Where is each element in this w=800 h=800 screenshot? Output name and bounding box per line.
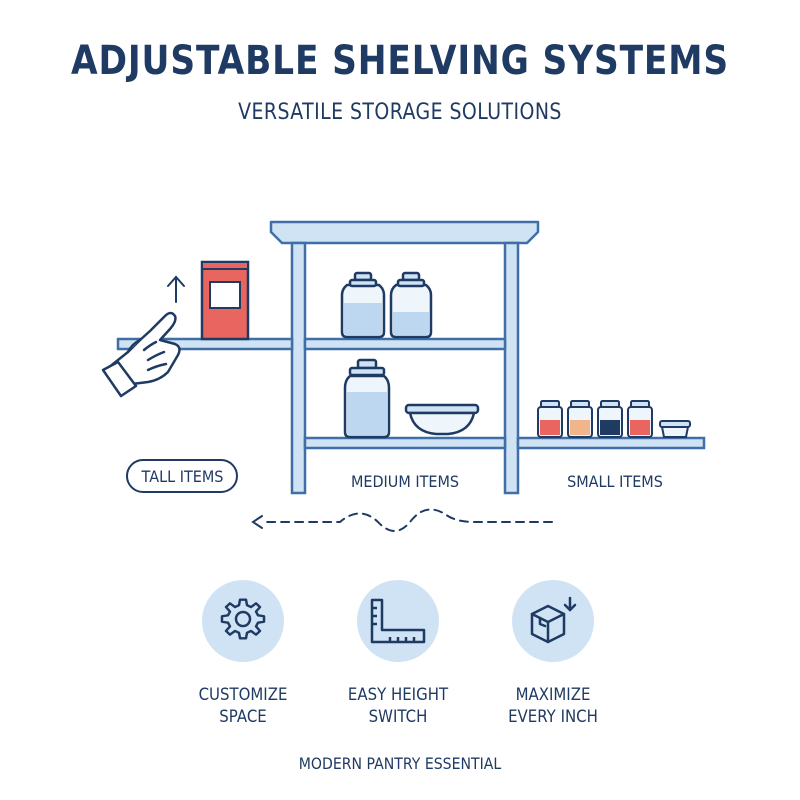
jar-upper-left — [340, 271, 386, 339]
small-dish — [659, 420, 691, 438]
feature-3-line-2: EVERY INCH — [508, 707, 598, 727]
up-arrow-icon — [167, 275, 185, 303]
lower-middle-shelf — [303, 436, 507, 450]
upper-middle-shelf — [303, 337, 507, 351]
dashed-arrow — [251, 508, 553, 532]
small-items-shelf — [516, 436, 706, 450]
ruler-icon — [370, 598, 426, 644]
shelf-top-cap — [269, 220, 540, 245]
gear-icon-circle — [202, 580, 284, 662]
feature-maximize-every-inch: MAXIMIZE EVERY INCH — [473, 580, 633, 728]
bowl — [404, 403, 480, 436]
hand-icon — [101, 311, 181, 398]
footer-tagline: MODERN PANTRY ESSENTIAL — [298, 754, 502, 773]
box-icon — [530, 596, 577, 644]
tall-items-label: TALL ITEMS — [126, 459, 238, 493]
medium-items-label: MEDIUM ITEMS — [350, 472, 460, 491]
feature-3-line-1: MAXIMIZE — [515, 685, 591, 705]
jar-upper-right — [389, 271, 433, 339]
feature-2-line-2: SWITCH — [368, 707, 428, 727]
right-upright — [503, 241, 520, 495]
small-items-label: SMALL ITEMS — [567, 472, 663, 491]
spice-jar-3 — [597, 400, 623, 438]
large-jar — [343, 358, 391, 439]
spice-jar-1 — [537, 400, 563, 438]
feature-easy-height-switch: EASY HEIGHT SWITCH — [318, 580, 478, 728]
gear-icon — [220, 598, 266, 640]
feature-customize-space: CUSTOMIZE SPACE — [163, 580, 323, 728]
page-subtitle: VERSATILE STORAGE SOLUTIONS — [238, 100, 562, 125]
spice-jar-2 — [567, 400, 593, 438]
feature-2-line-1: EASY HEIGHT — [347, 685, 449, 705]
left-upright — [290, 241, 307, 495]
page-title: ADJUSTABLE SHELVING SYSTEMS — [70, 38, 730, 84]
box-icon-circle — [512, 580, 594, 662]
feature-1-line-1: CUSTOMIZE — [198, 685, 288, 705]
cereal-box — [200, 260, 250, 341]
spice-jar-4 — [627, 400, 653, 438]
ruler-icon-circle — [357, 580, 439, 662]
feature-1-line-2: SPACE — [219, 707, 267, 727]
